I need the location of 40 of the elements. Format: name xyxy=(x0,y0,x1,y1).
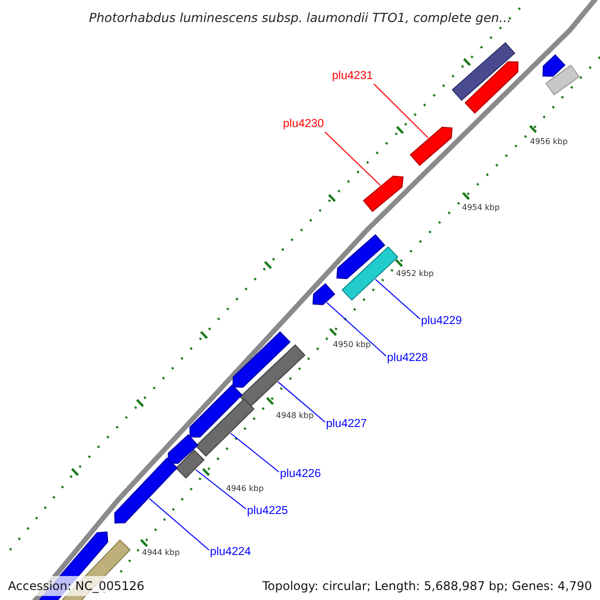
gene-label: plu4227 xyxy=(326,418,367,431)
gene-block xyxy=(240,344,306,408)
scale-label: 4944 kbp xyxy=(142,548,180,558)
leader-line xyxy=(324,132,381,186)
gene-block xyxy=(452,42,516,101)
gene-block xyxy=(195,398,255,457)
gene-feature xyxy=(167,434,198,464)
gene-feature xyxy=(232,331,291,388)
gene-label: plu4229 xyxy=(421,315,462,328)
gene-feature xyxy=(362,176,404,212)
map-info-text: Accession: NC_005126 xyxy=(6,576,146,596)
gene-label: plu4224 xyxy=(210,546,251,559)
gene-label: plu4226 xyxy=(280,468,321,481)
leader-line xyxy=(148,498,210,550)
leader-line xyxy=(326,302,386,356)
scale-label: 4950 kbp xyxy=(333,340,371,350)
gene-label: plu4231 xyxy=(332,70,373,83)
leader-line xyxy=(195,469,246,510)
gene-block xyxy=(545,64,580,96)
gene-feature xyxy=(542,54,566,77)
gene-label: plu4230 xyxy=(283,118,324,131)
map-title: Photorhabdus luminescens subsp. laumondii TTO1, complete gen... xyxy=(88,10,512,25)
gene-feature xyxy=(410,126,453,166)
scale-label: 4946 kbp xyxy=(226,484,264,494)
gene-label: plu4225 xyxy=(247,505,288,518)
gene-label: plu4228 xyxy=(387,352,428,365)
leader-line xyxy=(230,432,280,472)
gene-feature xyxy=(464,61,518,114)
scale-label: 4948 kbp xyxy=(276,411,314,421)
gene-feature xyxy=(114,458,178,524)
scale-label: 4956 kbp xyxy=(530,137,568,147)
scale-label: 4952 kbp xyxy=(396,269,434,279)
gene-feature xyxy=(336,234,386,280)
gene-feature xyxy=(312,283,336,306)
leader-line xyxy=(373,84,429,138)
gene-feature xyxy=(190,384,243,438)
leader-line xyxy=(278,381,326,422)
gene-block xyxy=(175,449,205,479)
scale-label: 4954 kbp xyxy=(462,203,500,213)
leader-line xyxy=(374,278,420,320)
